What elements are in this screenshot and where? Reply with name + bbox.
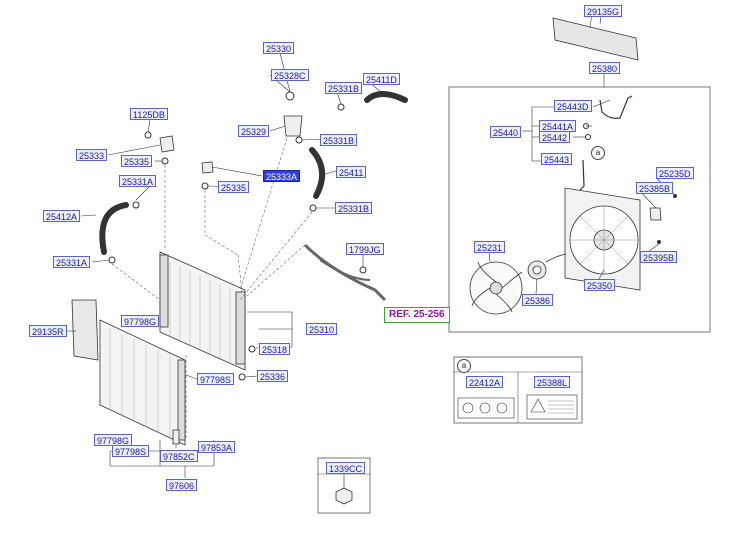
- part-label-97798S-a[interactable]: 97798S: [197, 373, 235, 385]
- part-1339CC-frame: [317, 457, 371, 514]
- cooling-fan: [469, 261, 523, 315]
- reservoir-hose: [99, 202, 129, 255]
- part-label-25350[interactable]: 25350: [584, 279, 616, 291]
- part-label-25440[interactable]: 25440: [490, 126, 522, 138]
- upper-hose: [364, 91, 408, 103]
- caution-label-22412A: [457, 397, 515, 419]
- mount-25336: [238, 373, 246, 381]
- part-label-25395B[interactable]: 25395B: [640, 251, 678, 263]
- fitting-25328C: [285, 91, 295, 101]
- air-guard-side: [71, 299, 99, 361]
- part-label-1339CC[interactable]: 1339CC: [326, 462, 366, 474]
- fan-assembly-frame: [448, 86, 711, 333]
- part-label-25443[interactable]: 25443: [541, 153, 573, 165]
- fitting-25329: [283, 115, 303, 137]
- part-label-25442[interactable]: 25442: [539, 131, 571, 143]
- part-label-25310[interactable]: 25310: [306, 323, 338, 335]
- part-label-29135R[interactable]: 29135R: [29, 325, 67, 337]
- callout-marker-a: a: [591, 146, 605, 160]
- clamp-25331B-c: [309, 204, 317, 212]
- part-label-25331A-a[interactable]: 25331A: [119, 175, 157, 187]
- part-label-29135G[interactable]: 29135G: [584, 5, 623, 17]
- reference-link[interactable]: REF. 25-256: [384, 307, 450, 323]
- part-label-25333[interactable]: 25333: [76, 149, 108, 161]
- part-label-25333A[interactable]: 25333A: [263, 170, 301, 182]
- part-label-97798S-b[interactable]: 97798S: [112, 445, 150, 457]
- part-label-25235D[interactable]: 25235D: [656, 167, 694, 179]
- part-label-25318[interactable]: 25318: [259, 343, 291, 355]
- part-label-97606[interactable]: 97606: [166, 479, 198, 491]
- part-label-25331B-b[interactable]: 25331B: [320, 134, 358, 146]
- bracket-25385B: [649, 207, 662, 221]
- part-label-25412A[interactable]: 25412A: [43, 210, 81, 222]
- clamp-25331A-a: [132, 201, 140, 209]
- part-label-22412A[interactable]: 22412A: [466, 376, 504, 388]
- caution-label-25388L: [526, 394, 578, 420]
- plug-25333A: [201, 161, 214, 174]
- part-label-97852C[interactable]: 97852C: [160, 450, 198, 462]
- part-label-25443D[interactable]: 25443D: [554, 100, 592, 112]
- fan-shroud: [564, 187, 641, 291]
- part-label-97798G-a[interactable]: 97798G: [121, 315, 160, 327]
- part-label-25388L[interactable]: 25388L: [534, 376, 571, 388]
- part-label-25385B[interactable]: 25385B: [636, 182, 674, 194]
- clamp-25331A-b: [108, 256, 116, 264]
- screw-25235D: [673, 194, 677, 198]
- fan-motor: [527, 253, 567, 280]
- air-guard-upper: [552, 17, 639, 61]
- clamp-25331B-a: [337, 103, 345, 111]
- part-label-25330[interactable]: 25330: [263, 42, 295, 54]
- cap-25335-b: [201, 182, 209, 190]
- condenser: [99, 319, 186, 446]
- callout-marker-a-detail: a: [457, 359, 471, 373]
- drain-25318: [248, 345, 256, 353]
- nut-1339CC: [335, 487, 353, 505]
- clip-25442: [585, 134, 591, 140]
- part-label-25411D[interactable]: 25411D: [363, 73, 400, 85]
- part-label-25335-b[interactable]: 25335: [218, 181, 250, 193]
- drier-97852C: [172, 429, 180, 445]
- part-label-25329[interactable]: 25329: [238, 125, 270, 137]
- bracket-25333: [159, 135, 175, 153]
- lower-hose: [309, 147, 325, 199]
- part-label-1125DB[interactable]: 1125DB: [130, 108, 168, 120]
- part-label-25331A-b[interactable]: 25331A: [53, 256, 91, 268]
- radiator: [159, 251, 246, 371]
- fan-wiring: [599, 95, 633, 119]
- part-label-1799JG[interactable]: 1799JG: [346, 243, 384, 255]
- clamp-25331B-b: [295, 136, 303, 144]
- clip-1799JG: [359, 266, 367, 274]
- part-label-25386[interactable]: 25386: [522, 294, 554, 306]
- part-label-25335-a[interactable]: 25335: [121, 155, 153, 167]
- part-label-25336[interactable]: 25336: [257, 370, 289, 382]
- part-label-25411[interactable]: 25411: [336, 166, 367, 178]
- bolt-1125DB: [144, 131, 152, 139]
- nut-25395B: [657, 240, 661, 244]
- cap-25335-a: [161, 157, 169, 165]
- part-label-97853A[interactable]: 97853A: [198, 441, 236, 453]
- part-label-25331B-c[interactable]: 25331B: [335, 202, 373, 214]
- part-label-25380[interactable]: 25380: [589, 62, 621, 74]
- part-label-25231[interactable]: 25231: [474, 241, 506, 253]
- part-label-25328C[interactable]: 25328C: [271, 69, 309, 81]
- part-label-25331B-a[interactable]: 25331B: [325, 82, 363, 94]
